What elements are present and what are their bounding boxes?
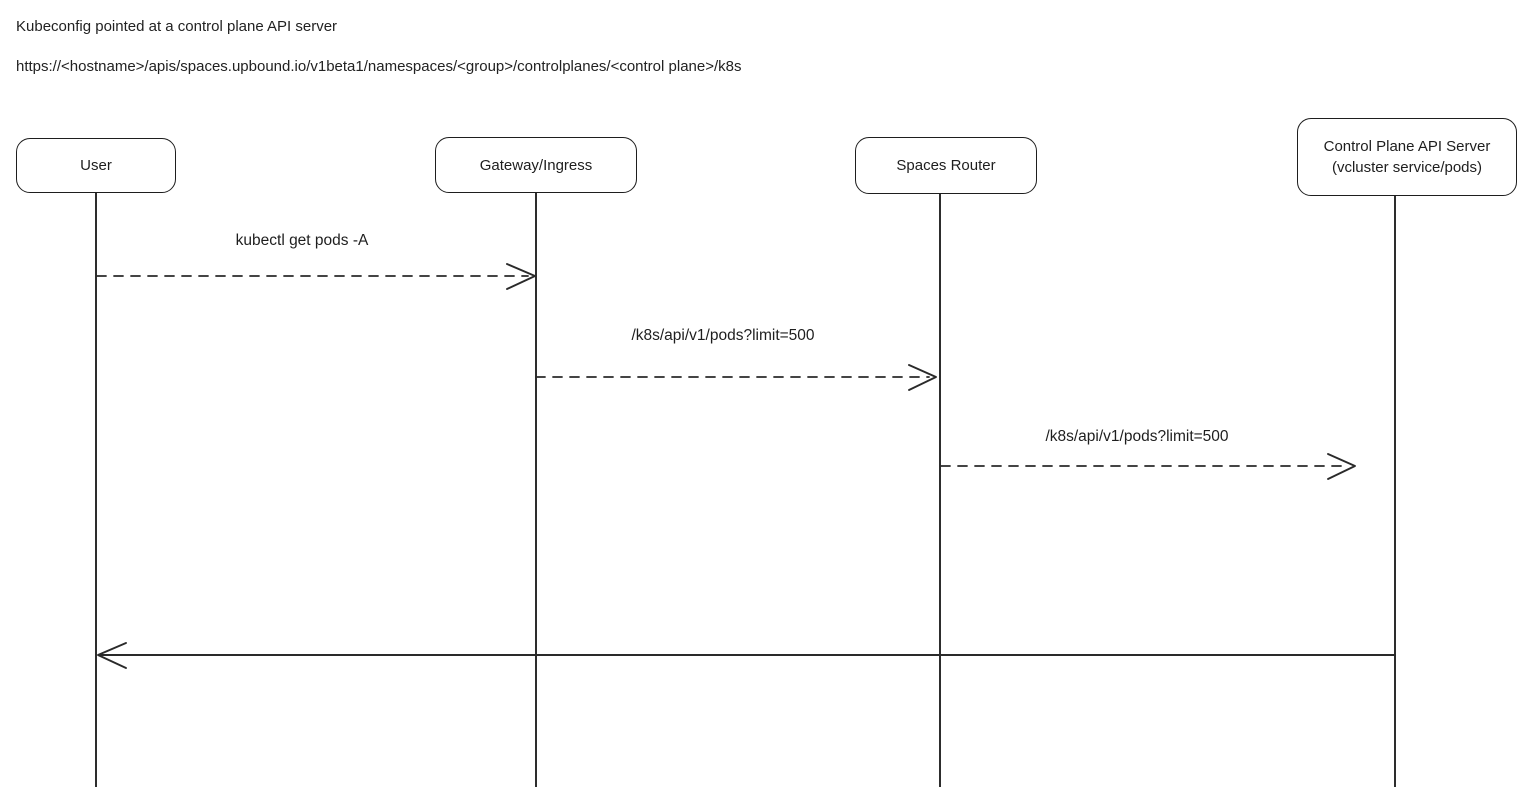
actor-label-control-plane-api-server: Control Plane API Server [1323, 138, 1491, 155]
message-label-kubectl-get-pods: kubectl get pods -A [231, 231, 373, 251]
actor-label-gateway-ingress: Gateway/Ingress [479, 156, 593, 174]
actor-box-spaces-router: Spaces Router [855, 137, 1037, 194]
lifeline-control-plane-api-server [1394, 196, 1396, 787]
lifeline-user [95, 193, 97, 787]
diagram-title-note: Kubeconfig pointed at a control plane AP… [16, 18, 338, 35]
message-arrow-head-user-to-gateway [506, 263, 536, 290]
diagram-url-note: https://<hostname>/apis/spaces.upbound.i… [16, 58, 742, 75]
actor-box-user: User [16, 138, 176, 193]
message-label-k8s-api-pods-router-to-controlplane: /k8s/api/v1/pods?limit=500 [1041, 427, 1233, 447]
actor-box-control-plane-api-server: Control Plane API Server (vcluster servi… [1297, 118, 1517, 196]
message-label-k8s-api-pods-gateway-to-router: /k8s/api/v1/pods?limit=500 [627, 326, 819, 346]
lifeline-gateway-ingress [535, 193, 537, 787]
actor-sublabel-vcluster-service-pods: (vcluster service/pods) [1331, 159, 1483, 176]
actor-box-gateway-ingress: Gateway/Ingress [435, 137, 637, 193]
actor-label-user: User [80, 157, 112, 174]
message-arrow-head-gateway-to-spaces-router [908, 364, 937, 391]
lifeline-spaces-router [939, 194, 941, 787]
actor-label-spaces-router: Spaces Router [896, 157, 996, 174]
return-arrow-head-control-plane-to-user [97, 642, 127, 669]
message-arrow-head-spaces-router-to-control-plane [1327, 453, 1356, 480]
